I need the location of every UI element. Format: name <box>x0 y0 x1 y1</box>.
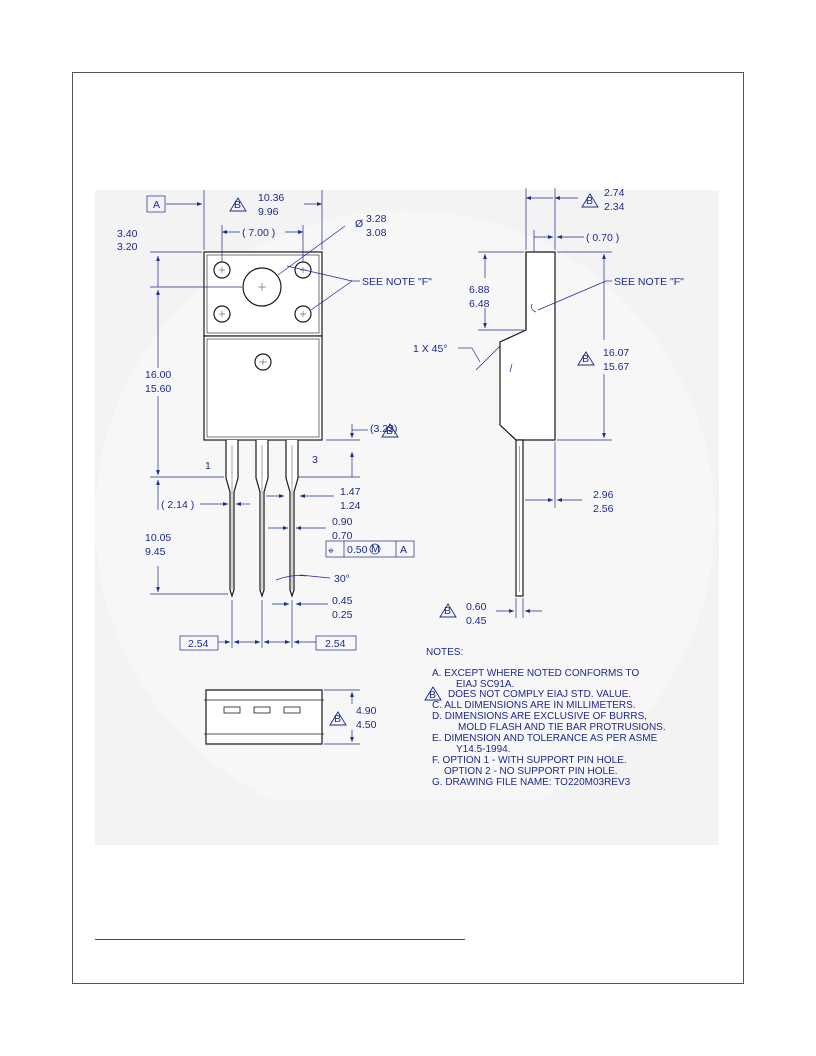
body-width-max: 10.36 <box>258 192 284 204</box>
lead-thickness-min: 0.25 <box>332 609 353 621</box>
side-view <box>499 251 556 597</box>
note-g: G. DRAWING FILE NAME: TO220M03REV3 <box>432 777 631 788</box>
ejector-mark <box>254 353 272 371</box>
note-d: D. DIMENSIONS ARE EXCLUSIVE OF BURRS, <box>432 711 647 722</box>
svg-text:B: B <box>386 425 393 437</box>
side-lead-thk-max: 0.60 <box>466 601 487 613</box>
note-a: A. EXCEPT WHERE NOTED CONFORMS TO <box>432 668 639 679</box>
notes-heading: NOTES: <box>426 647 463 658</box>
side-height-min: 15.67 <box>603 361 629 373</box>
front-dimension-lines <box>146 190 415 651</box>
svg-text:B: B <box>234 199 241 211</box>
front-body <box>203 335 323 441</box>
svg-text:B: B <box>586 195 593 207</box>
note-b: DOES NOT COMPLY EIAJ STD. VALUE. <box>448 689 631 700</box>
fcf-datum: A <box>400 544 407 556</box>
see-note-f-front: SEE NOTE "F" <box>362 276 432 288</box>
front-view <box>203 251 323 598</box>
note-f: F. OPTION 1 - WITH SUPPORT PIN HOLE. <box>432 755 627 766</box>
body-height-max: 16.00 <box>145 369 171 381</box>
support-pin-hole <box>213 305 231 323</box>
pin-3-label: 3 <box>312 454 318 466</box>
lead-width-min: 1.24 <box>340 500 361 512</box>
hole-dia-max: 3.28 <box>366 213 387 225</box>
pin-1-label: 1 <box>205 460 211 472</box>
chamfer-label: 1 X 45° <box>413 343 448 355</box>
svg-text:Y14.5-1994.: Y14.5-1994. <box>456 744 511 755</box>
svg-text:MOLD FLASH AND TIE BAR PROTRUS: MOLD FLASH AND TIE BAR PROTRUSIONS. <box>458 722 666 733</box>
note-e: E. DIMENSION AND TOLERANCE AS PER ASME <box>432 733 658 744</box>
svg-text:B: B <box>582 353 589 365</box>
diameter-symbol: Ø <box>355 218 363 230</box>
side-step-min: 6.48 <box>469 298 490 310</box>
note-c: C. ALL DIMENSIONS ARE IN MILLIMETERS. <box>432 700 636 711</box>
top-offset-min: 3.20 <box>117 241 138 253</box>
side-lead-offset-min: 2.56 <box>593 503 614 515</box>
bottom-height-max: 4.90 <box>356 705 377 717</box>
page-frame <box>72 72 744 984</box>
lead-thickness-max: 0.45 <box>332 595 353 607</box>
body-height-min: 15.60 <box>145 383 171 395</box>
lead-length-min: 9.45 <box>145 546 166 558</box>
lead-narrow-max: 0.90 <box>332 516 353 528</box>
side-tab-thickness: ( 0.70 ) <box>586 232 619 244</box>
body-width-min: 9.96 <box>258 206 279 218</box>
side-lead-thk-min: 0.45 <box>466 615 487 627</box>
bottom-view <box>204 689 324 745</box>
pitch-right: 2.54 <box>325 638 346 650</box>
side-step-max: 6.88 <box>469 284 490 296</box>
lead-standoff: (3.23) <box>370 423 397 435</box>
lead-length-max: 10.05 <box>145 532 171 544</box>
svg-text:B: B <box>429 689 436 701</box>
feature-control-frame <box>325 540 415 558</box>
side-height-max: 16.07 <box>603 347 629 359</box>
hole-spacing: ( 7.00 ) <box>242 227 275 239</box>
see-note-f-side: SEE NOTE "F" <box>614 276 684 288</box>
fcf-tolerance: 0.50 <box>347 544 368 556</box>
notes-block: NOTES: A. EXCEPT WHERE NOTED CONFORMS TO… <box>424 647 666 788</box>
side-thickness-max: 2.74 <box>604 187 625 199</box>
top-offset-max: 3.40 <box>117 228 138 240</box>
svg-text:B: B <box>444 605 451 617</box>
side-lead-offset-max: 2.96 <box>593 489 614 501</box>
svg-text:OPTION 2 - NO SUPPORT PIN HOLE: OPTION 2 - NO SUPPORT PIN HOLE. <box>444 766 618 777</box>
position-symbol: ⌖ <box>328 545 334 557</box>
lead-angle: 30° <box>334 573 350 585</box>
side-thickness-min: 2.34 <box>604 201 625 213</box>
datum-a-box <box>146 195 166 213</box>
datum-a-label: A <box>153 199 160 211</box>
svg-text:EIAJ SC91A.: EIAJ SC91A. <box>456 679 514 690</box>
lead-width-max: 1.47 <box>340 486 361 498</box>
bottom-height-min: 4.50 <box>356 719 377 731</box>
lead-offset: ( 2.14 ) <box>161 499 194 511</box>
fcf-modifier: M <box>371 543 380 555</box>
support-pin-hole <box>294 305 312 323</box>
lead-narrow-min: 0.70 <box>332 530 353 542</box>
footer-rule <box>95 939 465 940</box>
pitch-left: 2.54 <box>188 638 209 650</box>
hole-dia-min: 3.08 <box>366 227 387 239</box>
svg-text:B: B <box>334 713 341 725</box>
side-dimension-lines <box>458 188 612 618</box>
side-body <box>499 251 556 441</box>
